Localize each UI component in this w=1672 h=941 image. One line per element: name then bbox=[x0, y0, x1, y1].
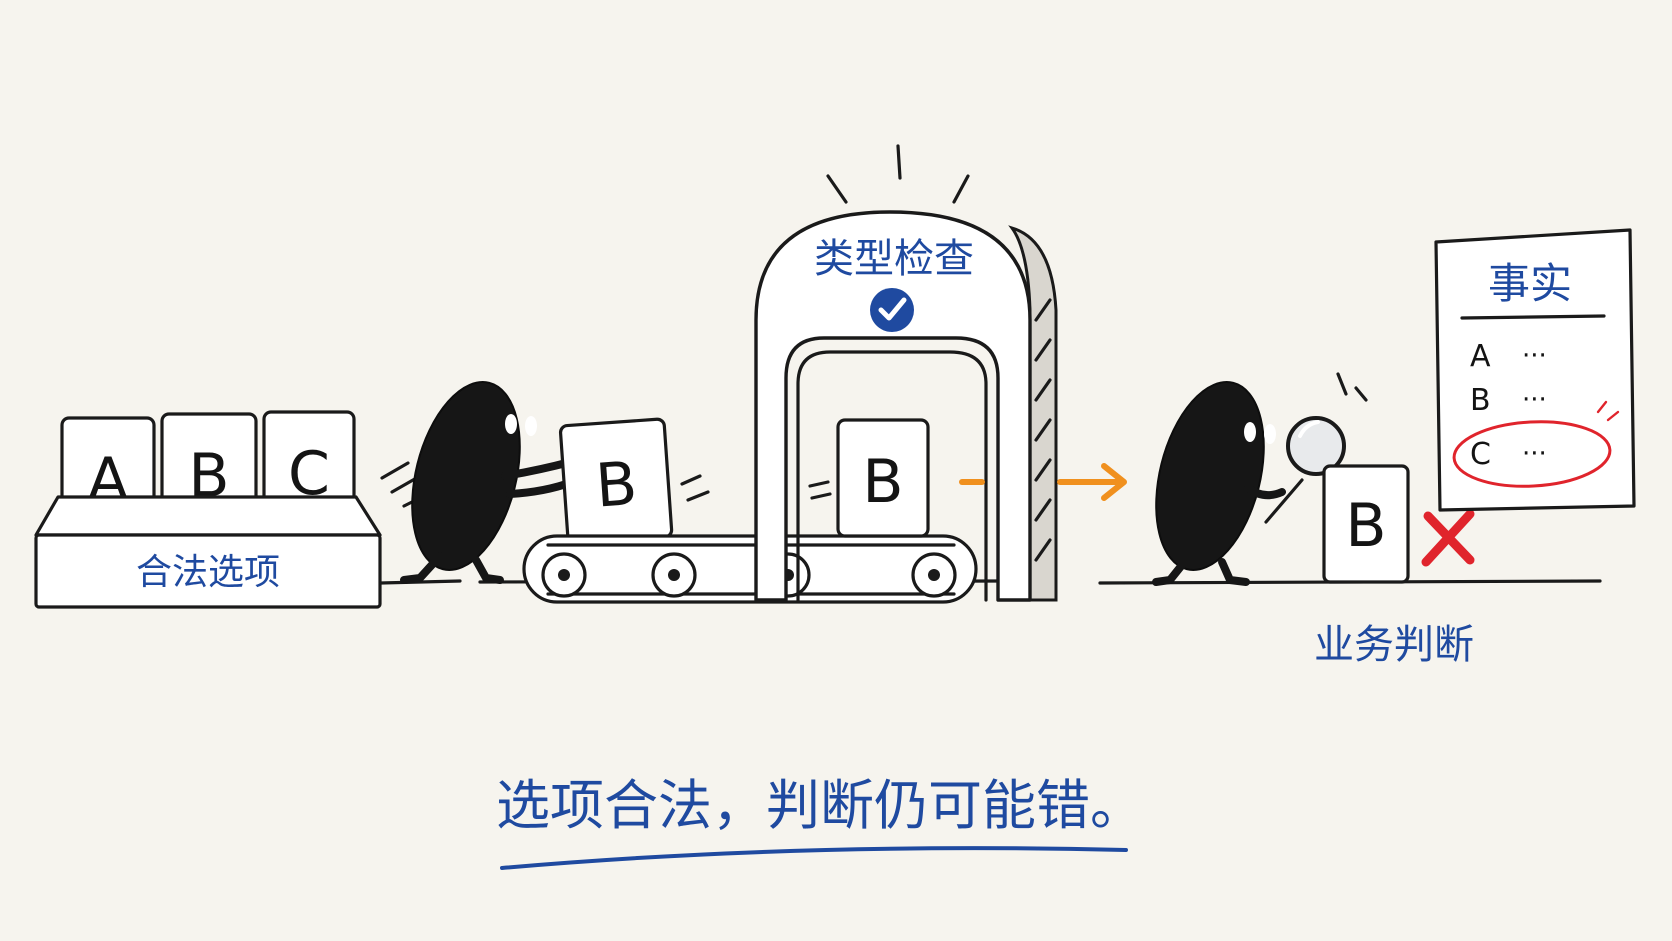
magnifier-icon bbox=[1264, 372, 1368, 524]
motion-lines-3 bbox=[808, 480, 832, 500]
facts-row-c-key: C bbox=[1470, 437, 1491, 472]
carried-card-letter: B bbox=[593, 449, 639, 522]
gate-card: B bbox=[836, 418, 930, 538]
flow-arrow bbox=[959, 463, 1127, 501]
business-judgment-label: 业务判断 bbox=[1314, 622, 1474, 668]
caption: 选项合法，判断仍可能错。 bbox=[496, 774, 1144, 870]
options-bin-label: 合法选项 bbox=[136, 552, 280, 593]
motion-lines-2 bbox=[680, 474, 710, 502]
judgment-card-letter: B bbox=[1345, 491, 1386, 561]
judgment-card: B bbox=[1322, 464, 1410, 584]
facts-row-a-value: ··· bbox=[1522, 341, 1547, 371]
highlight-ellipse bbox=[1452, 420, 1612, 488]
gate-card-letter: B bbox=[862, 447, 903, 517]
facts-row-a-key: A bbox=[1470, 339, 1491, 374]
red-x-icon bbox=[1421, 509, 1475, 567]
facts-row-b-value: ··· bbox=[1522, 385, 1547, 415]
conveyor-belt bbox=[522, 534, 978, 604]
options-bin: A B C 合法选项 bbox=[34, 410, 382, 609]
type-check-gate: 类型检查 bbox=[754, 144, 1058, 602]
facts-row-c-value: ··· bbox=[1522, 439, 1547, 469]
conveyor-roller bbox=[911, 552, 957, 598]
conveyor-roller bbox=[541, 552, 587, 598]
type-check-label: 类型检查 bbox=[814, 236, 974, 282]
bean-character-inspector bbox=[1152, 381, 1286, 586]
facts-sheet-title: 事实 bbox=[1488, 259, 1572, 308]
check-circle-icon bbox=[870, 288, 914, 332]
caption-text: 选项合法，判断仍可能错。 bbox=[496, 774, 1144, 837]
bean-character-pusher bbox=[400, 381, 576, 584]
facts-row-b-key: B bbox=[1470, 383, 1491, 418]
facts-sheet: 事实 A ··· B ··· C ··· bbox=[1434, 228, 1636, 512]
conveyor-roller bbox=[651, 552, 697, 598]
caption-underline bbox=[500, 846, 1128, 870]
carried-card: B bbox=[558, 417, 674, 545]
